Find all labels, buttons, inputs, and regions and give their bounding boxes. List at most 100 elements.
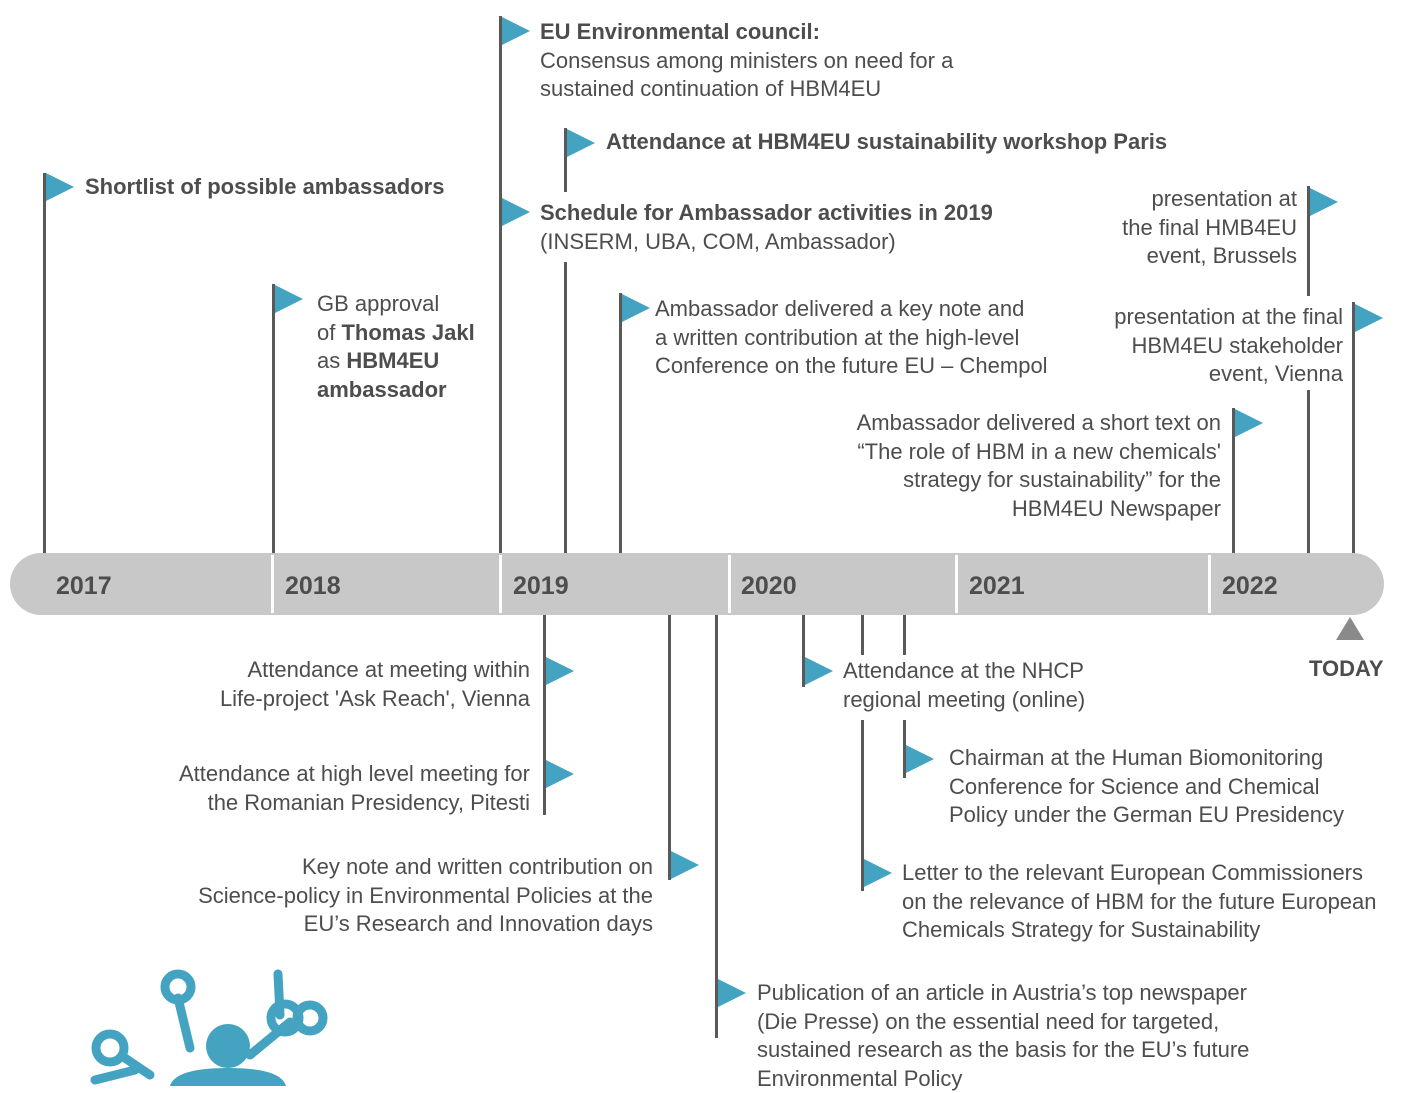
event-text-bold: ambassador [317, 377, 447, 402]
event-gb-approval: GB approval of Thomas Jakl as HBM4EU amb… [317, 290, 475, 404]
event-text-line: as [317, 348, 346, 373]
year-separator [1208, 555, 1211, 613]
event-text-line: (Die Presse) on the essential need for t… [757, 1008, 1249, 1037]
event-text-line: regional meeting (online) [843, 686, 1085, 715]
event-text-line: Environmental Policy [757, 1065, 1249, 1093]
event-nhcp: Attendance at the NHCP regional meeting … [843, 657, 1085, 714]
year-separator [728, 555, 731, 613]
event-text-line: (INSERM, UBA, COM, Ambassador) [540, 228, 993, 257]
event-final-vienna: presentation at the final HBM4EU stakeho… [1060, 303, 1343, 389]
event-text-line: Publication of an article in Austria’s t… [757, 979, 1249, 1008]
flag-icon [46, 173, 74, 201]
event-chempol: Ambassador delivered a key note and a wr… [655, 295, 1048, 381]
event-text-line: presentation at [1060, 185, 1297, 214]
event-text-line: Letter to the relevant European Commissi… [902, 859, 1377, 888]
event-pole [861, 615, 864, 655]
today-marker-icon [1336, 617, 1364, 640]
flag-icon [502, 17, 530, 45]
event-text-line: strategy for sustainability” for the [800, 466, 1221, 495]
flag-icon [718, 979, 746, 1007]
flag-icon [864, 859, 892, 887]
year-label-2020: 2020 [741, 572, 797, 601]
event-text-line: a written contribution at the high-level [655, 324, 1048, 353]
event-title: Attendance at HBM4EU sustainability work… [606, 129, 1167, 154]
flag-icon [906, 745, 934, 773]
event-text-line: HBM4EU stakeholder [1060, 332, 1343, 361]
event-text-line: Ambassador delivered a short text on [800, 409, 1221, 438]
event-final-brussels: presentation at the final HMB4EU event, … [1060, 185, 1297, 271]
event-text-line: EU’s Research and Innovation days [100, 910, 653, 939]
event-text-line: Attendance at meeting within [100, 656, 530, 685]
flag-icon [671, 851, 699, 879]
flag-icon [502, 198, 530, 226]
event-ask-reach: Attendance at meeting within Life-projec… [100, 656, 530, 713]
today-label: TODAY [1309, 656, 1384, 682]
year-label-2019: 2019 [513, 572, 569, 601]
flag-icon [1235, 409, 1263, 437]
event-title: Schedule for Ambassador activities in 20… [540, 199, 993, 228]
event-text-line: Science-policy in Environmental Policies… [100, 882, 653, 911]
event-text-line: Policy under the German EU Presidency [949, 801, 1344, 830]
year-label-2018: 2018 [285, 572, 341, 601]
event-paris-workshop: Attendance at HBM4EU sustainability work… [606, 128, 1167, 157]
ambassador-name: Thomas Jakl [341, 320, 474, 345]
flag-icon [546, 657, 574, 685]
flag-icon [275, 285, 303, 313]
flag-icon [1310, 188, 1338, 216]
event-short-text: Ambassador delivered a short text on “Th… [800, 409, 1221, 523]
year-label-2022: 2022 [1222, 572, 1278, 601]
event-text-line: Conference for Science and Chemical [949, 773, 1344, 802]
event-letter: Letter to the relevant European Commissi… [902, 859, 1377, 945]
flag-icon [546, 760, 574, 788]
event-pole [1307, 390, 1310, 553]
hbm4eu-logo-icon [0, 960, 360, 1086]
event-text-line: Chairman at the Human Biomonitoring [949, 744, 1344, 773]
event-text-line: on the relevance of HBM for the future E… [902, 888, 1377, 917]
event-title: Shortlist of possible ambassadors [85, 174, 444, 199]
event-text-bold: HBM4EU [346, 348, 439, 373]
year-label-2021: 2021 [969, 572, 1025, 601]
event-text-line: HBM4EU Newspaper [800, 495, 1221, 524]
event-text-line: sustained continuation of HBM4EU [540, 75, 953, 104]
event-romanian-presidency: Attendance at high level meeting for the… [100, 760, 530, 817]
event-text-line: Conference on the future EU – Chempol [655, 352, 1048, 381]
event-text-line: event, Vienna [1060, 360, 1343, 389]
event-pole [43, 173, 46, 553]
event-text-line: the Romanian Presidency, Pitesti [100, 789, 530, 818]
event-text-line: sustained research as the basis for the … [757, 1036, 1249, 1065]
event-text-line: Attendance at the NHCP [843, 657, 1085, 686]
event-pole [499, 16, 502, 553]
year-separator [955, 555, 958, 613]
event-text-line: Attendance at high level meeting for [100, 760, 530, 789]
event-pole [715, 615, 718, 1038]
flag-icon [622, 294, 650, 322]
event-text-line: the final HMB4EU [1060, 214, 1297, 243]
event-schedule: Schedule for Ambassador activities in 20… [540, 199, 993, 256]
event-title: EU Environmental council: [540, 18, 953, 47]
event-text-line: event, Brussels [1060, 242, 1297, 271]
flag-icon [805, 657, 833, 685]
year-separator [271, 555, 274, 613]
event-text-line: of [317, 320, 341, 345]
event-pole [619, 293, 622, 553]
event-text-line: presentation at the final [1060, 303, 1343, 332]
event-pole [272, 284, 275, 553]
event-text-line: Key note and written contribution on [100, 853, 653, 882]
event-eu-council: EU Environmental council: Consensus amon… [540, 18, 953, 104]
event-text-line: GB approval [317, 290, 475, 319]
event-text-line: Life-project 'Ask Reach', Vienna [100, 685, 530, 714]
event-pole [1352, 302, 1355, 553]
year-separator [499, 555, 502, 613]
flag-icon [567, 129, 595, 157]
event-pole [564, 262, 567, 553]
event-shortlist: Shortlist of possible ambassadors [85, 173, 444, 202]
timeline-bar [10, 553, 1384, 615]
event-chairman: Chairman at the Human Biomonitoring Conf… [949, 744, 1344, 830]
event-text-line: Ambassador delivered a key note and [655, 295, 1048, 324]
event-article: Publication of an article in Austria’s t… [757, 979, 1249, 1093]
event-pole [903, 615, 906, 655]
event-text-line: “The role of HBM in a new chemicals' [800, 438, 1221, 467]
event-ri-days: Key note and written contribution on Sci… [100, 853, 653, 939]
event-text-line: Chemicals Strategy for Sustainability [902, 916, 1377, 945]
year-label-2017: 2017 [56, 572, 112, 601]
